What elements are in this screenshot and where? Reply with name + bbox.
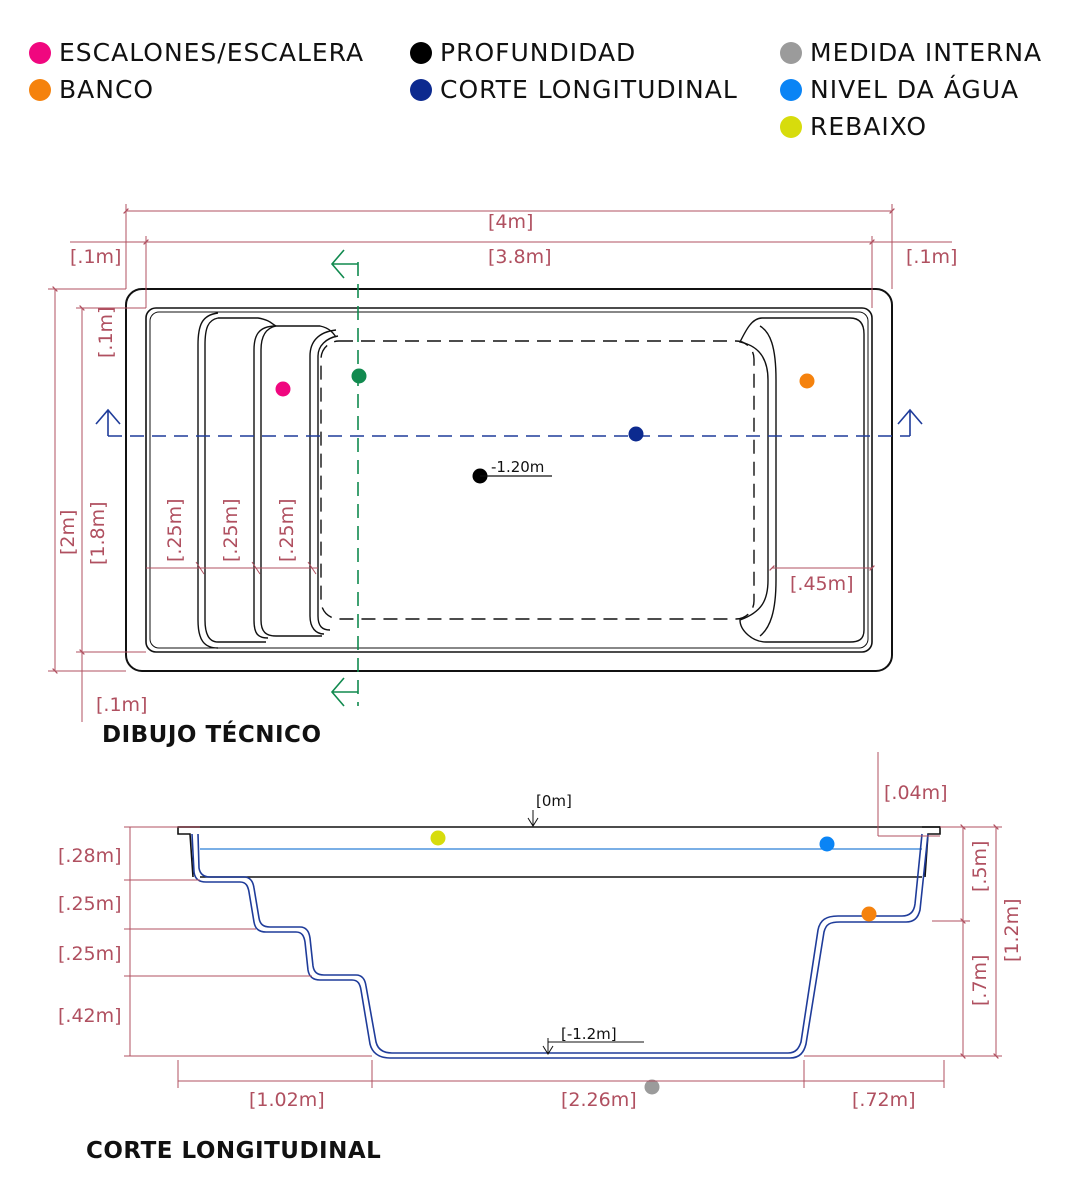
legend-item-escalones: ESCALONES/ESCALERA xyxy=(29,38,364,67)
bench-marker-orange xyxy=(861,906,877,922)
dim-step1-height: [.28m] xyxy=(58,845,122,867)
pool-profile-inner xyxy=(197,833,923,1054)
dim-rim-right: [.1m] xyxy=(906,246,957,268)
level-bottom-label: [-1.2m] xyxy=(561,1025,617,1043)
pool-inner-edge xyxy=(145,307,873,653)
tick xyxy=(195,561,205,575)
level-arrow-top-icon xyxy=(527,810,539,827)
legend-item-profundidad: PROFUNDIDAD xyxy=(410,38,636,67)
dim-len-bench: [.72m] xyxy=(852,1089,916,1111)
depth-label: -1.20m xyxy=(491,458,544,476)
plan-title: DIBUJO TÉCNICO xyxy=(102,722,322,748)
legend-item-rebaixo: REBAIXO xyxy=(780,112,927,141)
dim-len-floor: [2.26m] xyxy=(561,1089,637,1111)
legend-item-nivel: NIVEL DA ÁGUA xyxy=(780,75,1019,104)
legend-label: MEDIDA INTERNA xyxy=(810,38,1043,67)
bench-outline xyxy=(738,317,865,643)
internal-measure-marker-gray xyxy=(644,1079,660,1095)
section-marker-navy xyxy=(628,426,644,442)
dim-total-length: [4m] xyxy=(488,211,533,233)
dim-rim-bottom: [.1m] xyxy=(96,694,147,716)
dim-step2-height: [.25m] xyxy=(58,893,122,915)
yellow-dot-icon xyxy=(780,115,802,138)
dim-step3-height: [.25m] xyxy=(58,943,122,965)
pool-inner-edge-2 xyxy=(149,311,869,649)
dim-total-width: [2m] xyxy=(57,510,79,555)
step-1-top xyxy=(218,317,277,327)
section-title: CORTE LONGITUDINAL xyxy=(86,1138,382,1164)
dim-bench-height: [.5m] xyxy=(969,841,991,892)
dim-rim-left: [.1m] xyxy=(70,246,121,268)
tick xyxy=(251,561,261,575)
section-arrow-left-icon xyxy=(95,408,121,436)
legend-label: CORTE LONGITUDINAL xyxy=(440,75,738,104)
step-2-inner xyxy=(260,325,322,637)
dim-lip: [.04m] xyxy=(884,782,948,804)
lip-left xyxy=(177,826,200,878)
step-3-outline xyxy=(309,329,337,635)
dim-step-1: [.25m] xyxy=(164,498,186,562)
step-marker-pink xyxy=(275,381,291,397)
plan-view: -1.20m [4m] [3.8m] [.1m] [.1m] [2m] [1.8… xyxy=(48,204,957,722)
legend-item-corte: CORTE LONGITUDINAL xyxy=(410,75,738,104)
legend-item-banco: BANCO xyxy=(29,75,154,104)
dim-inner-width: [1.8m] xyxy=(87,501,109,565)
step-1-inner xyxy=(204,317,266,643)
recess-marker-yellow xyxy=(430,830,446,846)
deep-area-dashed xyxy=(320,340,755,620)
step-3-inner xyxy=(317,335,339,631)
section-marker-green xyxy=(351,368,367,384)
section-view: [0m] [-1.2m] [.28m] [.25m] [.25m] [.42m]… xyxy=(58,752,1023,1111)
legend-label: REBAIXO xyxy=(810,112,927,141)
dim-step-2: [.25m] xyxy=(220,498,242,562)
pink-dot-icon xyxy=(29,41,51,64)
section-arrow-top-icon xyxy=(330,249,358,279)
legend-label: BANCO xyxy=(59,75,155,104)
dim-deep-height: [.7m] xyxy=(969,955,991,1006)
orange-dot-icon xyxy=(29,78,51,101)
gray-dot-icon xyxy=(780,41,802,64)
dim-len-steps: [1.02m] xyxy=(249,1089,325,1111)
section-arrow-bottom-icon xyxy=(330,677,358,707)
legend-item-medida: MEDIDA INTERNA xyxy=(780,38,1042,67)
navy-dot-icon xyxy=(410,78,432,101)
bench-inner-curve xyxy=(759,325,777,637)
pool-profile-outer xyxy=(191,833,929,1059)
dim-step-3: [.25m] xyxy=(276,498,298,562)
dim-rim-top: [.1m] xyxy=(95,307,117,358)
dim-step4-height: [.42m] xyxy=(58,1005,122,1027)
dim-inner-length: [3.8m] xyxy=(488,246,552,268)
step-2-outline xyxy=(253,325,277,639)
water-marker-blue xyxy=(819,836,835,852)
pool-outer-rim xyxy=(125,288,893,672)
legend-label: NIVEL DA ÁGUA xyxy=(810,75,1020,104)
section-arrow-right-icon xyxy=(897,408,923,436)
bench-marker-orange xyxy=(799,373,815,389)
blue-dot-icon xyxy=(780,78,802,101)
legend-label: PROFUNDIDAD xyxy=(440,38,637,67)
dim-total-depth: [1.2m] xyxy=(1001,898,1023,962)
step-1-outline xyxy=(197,312,219,649)
legend-label: ESCALONES/ESCALERA xyxy=(59,38,365,67)
level-top-label: [0m] xyxy=(536,792,572,810)
dim-bench: [.45m] xyxy=(790,573,854,595)
tick xyxy=(307,561,317,575)
level-arrow-bottom-icon xyxy=(542,1038,554,1055)
black-dot-icon xyxy=(410,41,432,64)
